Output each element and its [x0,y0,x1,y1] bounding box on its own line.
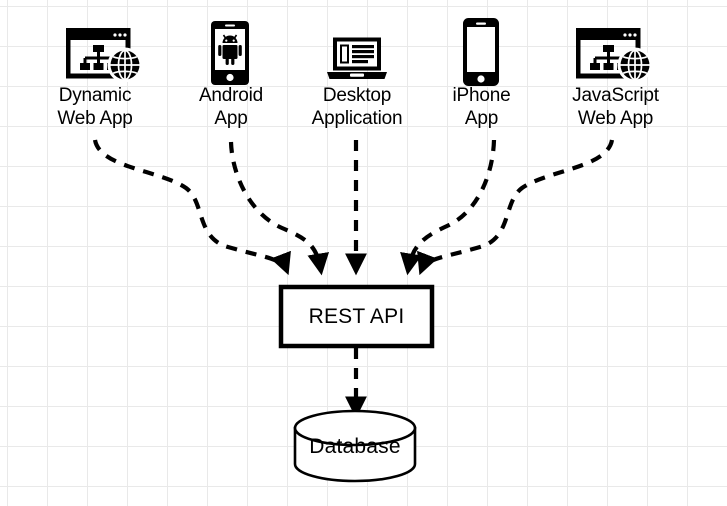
label-android-app: Android App [198,85,264,129]
rest-api-box [278,284,435,349]
connector-iphone-app-to-rest-api [400,139,497,276]
label-iphone-app: iPhone App [452,85,511,129]
label-javascript-web-app: JavaScript Web App [572,85,659,129]
browser-sitemap-globe-icon [65,27,146,83]
browser-sitemap-globe-icon [575,27,656,83]
label-dynamic-web-app: Dynamic Web App [57,85,133,129]
iphone-icon [459,17,503,87]
laptop-icon [326,36,388,82]
connector-dynamic-web-app-to-rest-api [92,139,291,276]
connector-javascript-web-app-to-rest-api [417,139,615,276]
android-phone-icon [208,20,252,86]
database-label: Database [309,435,401,458]
database-cylinder [293,409,417,483]
connector-android-app-to-rest-api [228,141,330,276]
label-desktop-application: Desktop Application [311,85,403,129]
rest-api-label: REST API [308,305,405,328]
